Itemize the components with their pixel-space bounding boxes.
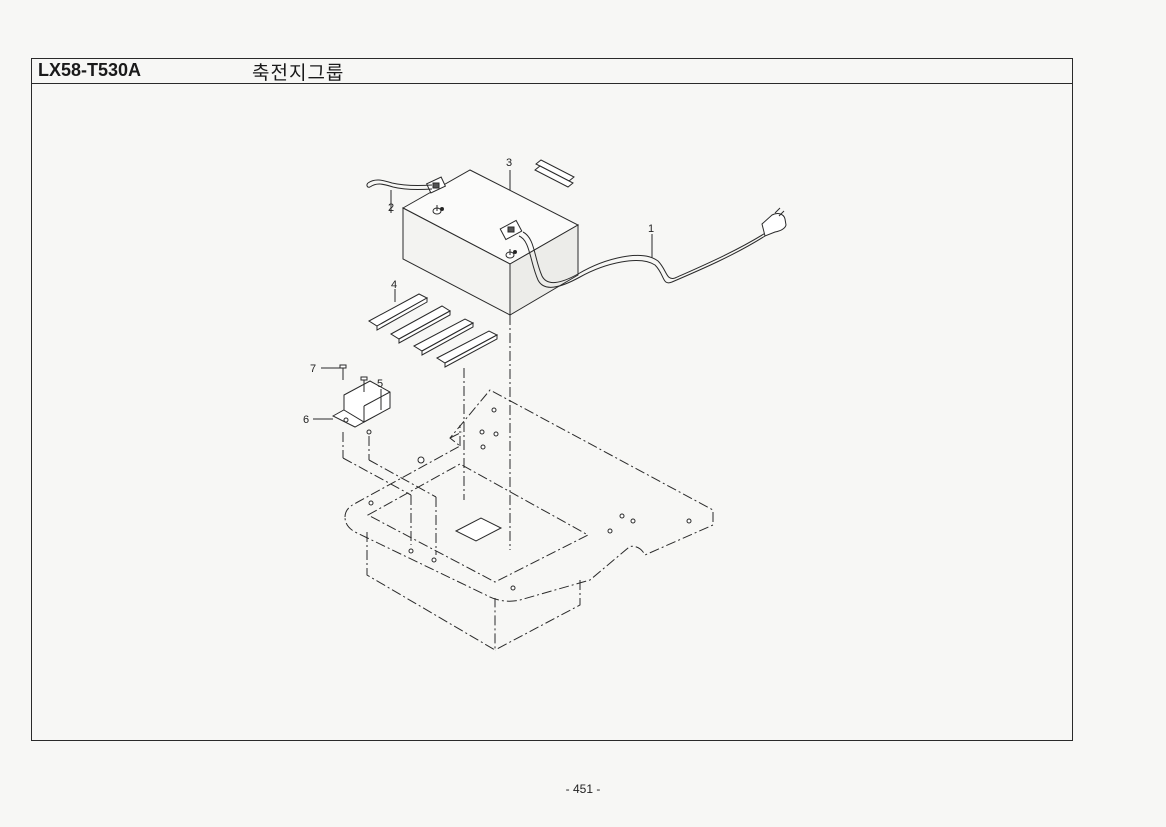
battery — [401, 169, 580, 316]
alignment-lines — [342, 315, 511, 555]
callout-7: 7 — [310, 363, 316, 375]
group-title: 축전지그룹 — [252, 62, 345, 84]
cable-2 — [366, 179, 433, 191]
callout-3: 3 — [506, 157, 512, 169]
leader-lines — [313, 170, 653, 420]
mount-holes — [368, 407, 692, 591]
page-frame: LX58-T530A 축전지그룹 — [31, 58, 1073, 741]
callout-6: 6 — [303, 414, 309, 426]
bracket — [331, 380, 391, 435]
header-bar: LX58-T530A 축전지그룹 — [32, 59, 1072, 84]
callout-2: 2 — [388, 202, 394, 214]
callout-1: 1 — [648, 223, 654, 235]
bolts — [339, 364, 368, 392]
callout-5: 5 — [377, 378, 383, 390]
page-number: - 451 - — [565, 782, 601, 796]
callout-4: 4 — [391, 279, 397, 291]
cable-1 — [518, 207, 787, 288]
base-plate — [344, 389, 714, 651]
rubber-pads — [368, 293, 499, 368]
model-number: LX58-T530A — [38, 60, 142, 80]
